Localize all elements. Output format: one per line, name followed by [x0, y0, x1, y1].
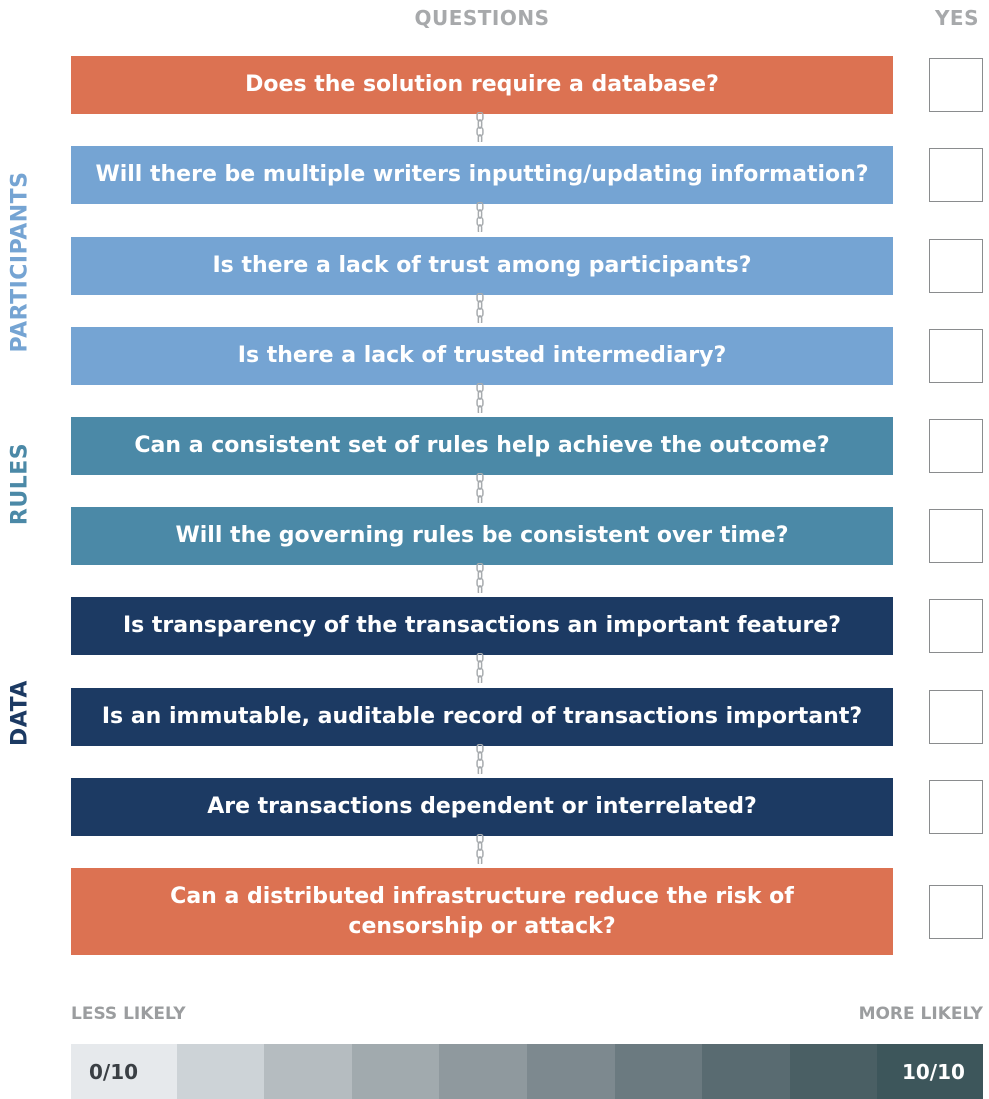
- yes-checkbox[interactable]: [929, 884, 983, 939]
- yes-checkbox[interactable]: [929, 509, 983, 563]
- question-line: censorship or attack?: [348, 913, 616, 939]
- question-text: Is an immutable, auditable record of tra…: [102, 702, 862, 732]
- chain-link-icon: [476, 473, 484, 503]
- side-label-rules-text: RULES: [7, 442, 33, 526]
- scale-segment: [702, 1044, 790, 1099]
- question-line: Is there a lack of trusted intermediary?: [237, 343, 727, 368]
- yes-checkbox[interactable]: [929, 780, 983, 834]
- question-text: Is there a lack of trust among participa…: [213, 251, 752, 281]
- scale-segment: [176, 1044, 265, 1099]
- question-text: Is transparency of the transactions an i…: [123, 611, 841, 641]
- question-text: Will the governing rules be consistent o…: [176, 521, 789, 551]
- chain-link-icon: [476, 744, 484, 774]
- scale-segment: [526, 1044, 615, 1099]
- chain-link-icon: [476, 834, 484, 864]
- scale-segment: [351, 1044, 440, 1099]
- chain-link-icon: [476, 653, 484, 683]
- question-line: Is there a lack of trust among participa…: [212, 253, 752, 278]
- question-text: Can a consistent set of rules help achie…: [134, 431, 829, 461]
- scale-segment: [789, 1044, 878, 1099]
- yes-header: YES: [934, 6, 979, 30]
- chain-link-icon: [476, 563, 484, 593]
- chain-link-icon: [476, 383, 484, 413]
- question-bar: Will the governing rules be consistent o…: [71, 507, 893, 565]
- question-line: Is transparency of the transactions an i…: [122, 613, 842, 638]
- question-bar: Does the solution require a database?: [71, 56, 893, 114]
- yes-checkbox[interactable]: [929, 239, 983, 293]
- question-line: Can a consistent set of rules help achie…: [134, 433, 830, 458]
- question-text: Does the solution require a database?: [245, 70, 719, 100]
- question-bar: Is there a lack of trust among participa…: [71, 237, 893, 295]
- question-bar: Can a distributed infrastructure reduce …: [71, 868, 893, 955]
- question-text: Will there be multiple writers inputting…: [95, 160, 868, 190]
- question-bar: Can a consistent set of rules help achie…: [71, 417, 893, 475]
- question-text: Are transactions dependent or interrelat…: [207, 792, 757, 822]
- yes-checkbox[interactable]: [929, 690, 983, 744]
- scale-segment: [614, 1044, 703, 1099]
- likelihood-scale: 0/10 10/10: [71, 1044, 983, 1099]
- more-likely-label: MORE LIKELY: [858, 1004, 983, 1024]
- scale-segment: [264, 1044, 352, 1099]
- yes-checkbox[interactable]: [929, 148, 983, 202]
- question-bar: Is transparency of the transactions an i…: [71, 597, 893, 655]
- question-text: Can a distributed infrastructure reduce …: [170, 882, 794, 942]
- chain-link-icon: [476, 293, 484, 323]
- question-bar: Are transactions dependent or interrelat…: [71, 778, 893, 836]
- question-line: Is an immutable, auditable record of tra…: [101, 704, 863, 729]
- yes-checkbox[interactable]: [929, 329, 983, 383]
- question-line: Does the solution require a database?: [245, 72, 719, 97]
- chain-link-icon: [476, 202, 484, 232]
- question-bar: Will there be multiple writers inputting…: [71, 146, 893, 204]
- question-line: Are transactions dependent or interrelat…: [207, 794, 757, 819]
- question-line: Will there be multiple writers inputting…: [95, 162, 869, 187]
- scale-segment: 0/10: [71, 1044, 177, 1099]
- question-bar: Is an immutable, auditable record of tra…: [71, 688, 893, 746]
- questions-header: QUESTIONS: [414, 6, 550, 30]
- chain-link-icon: [476, 112, 484, 142]
- less-likely-label: LESS LIKELY: [71, 1004, 186, 1024]
- question-line: Will the governing rules be consistent o…: [175, 523, 789, 548]
- side-label-data-text: DATA: [7, 680, 33, 746]
- yes-checkbox[interactable]: [929, 419, 983, 473]
- question-bar: Is there a lack of trusted intermediary?: [71, 327, 893, 385]
- scale-segment: [439, 1044, 527, 1099]
- question-text: Is there a lack of trusted intermediary?: [238, 341, 726, 371]
- yes-checkbox[interactable]: [929, 599, 983, 653]
- side-label-participants-text: PARTICIPANTS: [7, 171, 33, 353]
- scale-segment: 10/10: [877, 1044, 983, 1099]
- yes-checkbox[interactable]: [929, 58, 983, 112]
- question-line: Can a distributed infrastructure reduce …: [170, 883, 794, 909]
